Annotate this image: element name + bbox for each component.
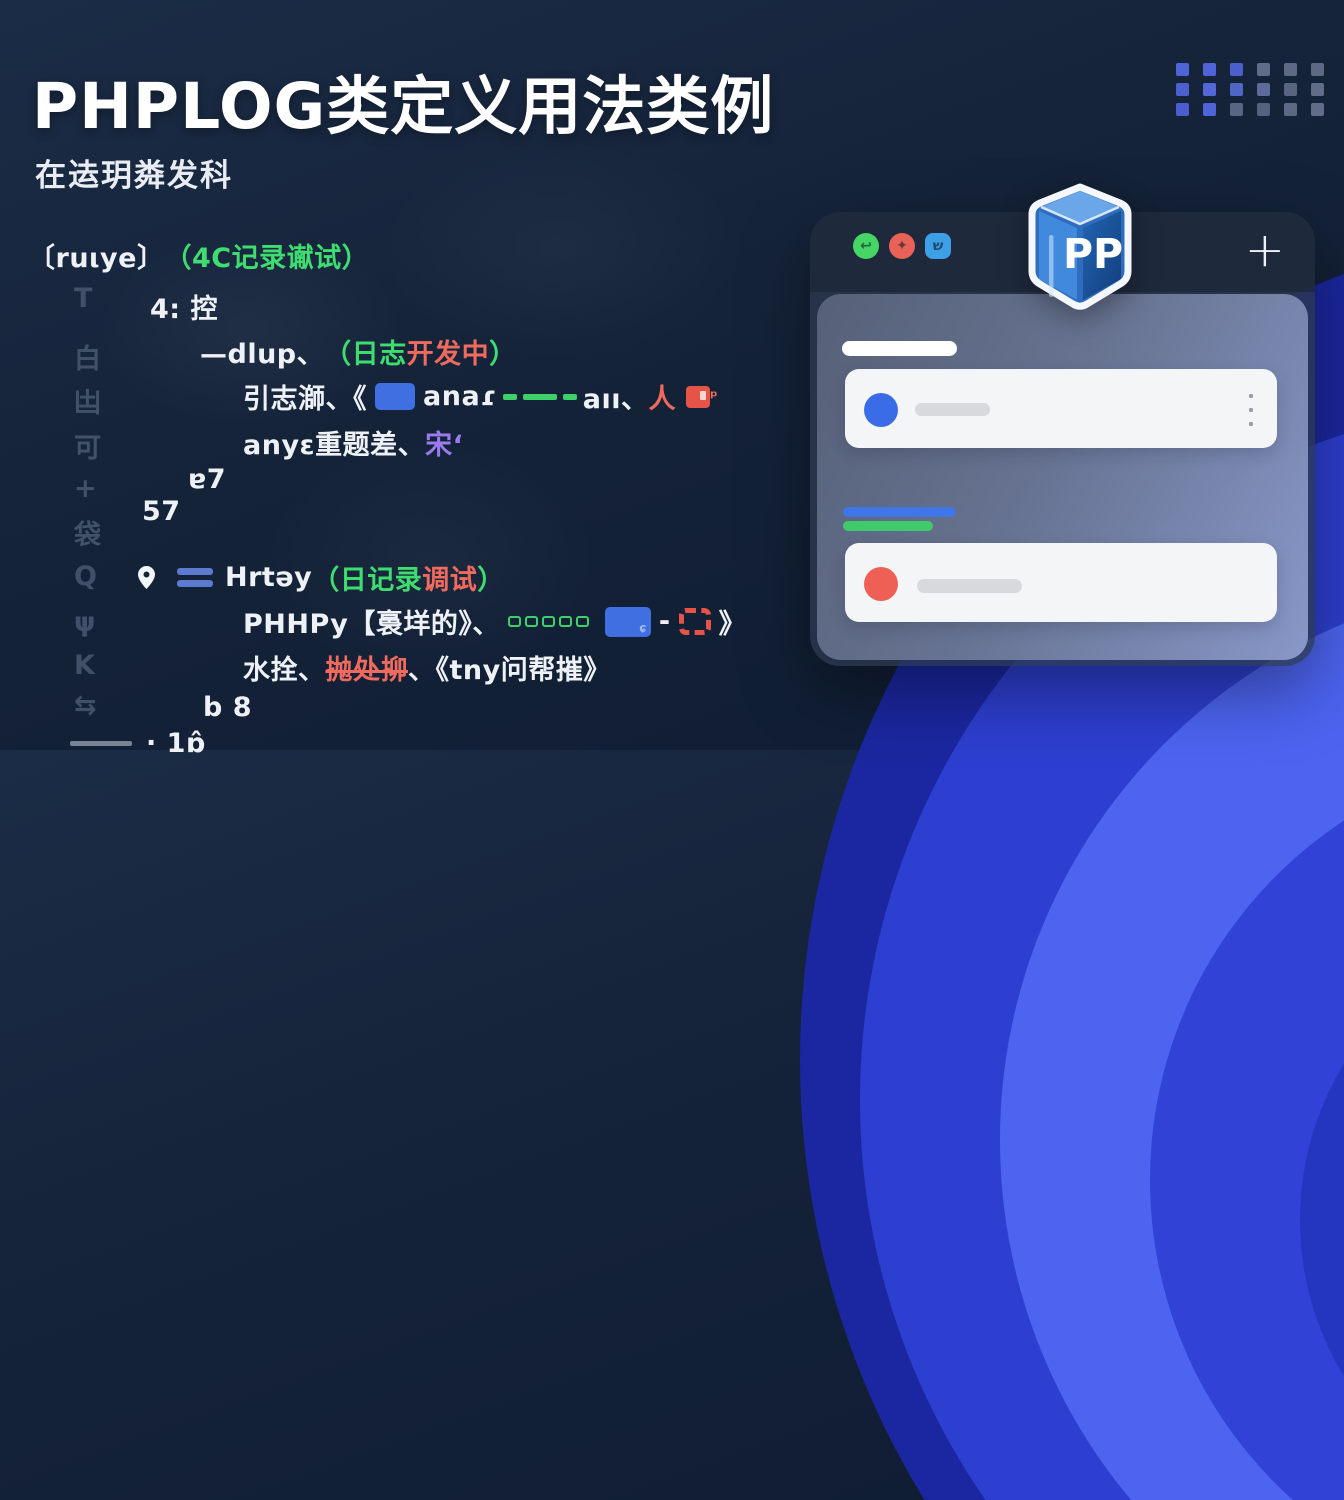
code-text: 引志溮、《 bbox=[243, 384, 367, 415]
code-text: - bbox=[658, 606, 671, 637]
code-text: PHHPy【裛垟的》、 bbox=[243, 609, 500, 640]
code-text: 、《tny问帮摧》 bbox=[408, 655, 611, 686]
code-text: anyɛ重题差、 bbox=[243, 430, 426, 461]
menu-dots-icon[interactable] bbox=[1249, 394, 1253, 426]
map-pin-icon bbox=[138, 566, 155, 589]
code-text: ） bbox=[489, 339, 517, 370]
red-chip-icon bbox=[685, 385, 710, 408]
deco-square bbox=[1176, 63, 1189, 76]
code-text: Hrtəy bbox=[225, 562, 313, 593]
page-title: PHPLOG类定义用法类例 bbox=[32, 70, 775, 143]
code-line: Hrtəy（日记录调试） bbox=[138, 558, 505, 597]
code-text: （日志 bbox=[324, 339, 407, 370]
code-text: 开发中 bbox=[406, 339, 490, 370]
code-text: 4: 控 bbox=[150, 294, 218, 325]
deco-square bbox=[1257, 83, 1270, 96]
gray-line-icon bbox=[70, 741, 132, 746]
code-text: 〔ruιye〕 bbox=[28, 243, 165, 274]
code-text: —dlup、 bbox=[200, 339, 325, 370]
code-text: aıı、 bbox=[582, 384, 649, 415]
deco-square bbox=[1176, 83, 1189, 96]
deco-square bbox=[1230, 63, 1243, 76]
app-window: ↩ ✦ ש + PP bbox=[810, 183, 1315, 666]
code-line: 〔ruιye〕 （4C记录谳试） bbox=[28, 236, 369, 275]
red-dashed-box-icon bbox=[678, 608, 711, 635]
code-text: （日记录 bbox=[312, 565, 423, 596]
deco-square bbox=[1203, 63, 1216, 76]
blue-chip-icon: ɕ bbox=[604, 606, 651, 637]
deco-square bbox=[1284, 83, 1297, 96]
code-text: 宋ʻ bbox=[425, 430, 464, 461]
deco-square bbox=[1257, 63, 1270, 76]
sidebar-icon-袋: 袋 bbox=[74, 520, 101, 551]
code-text: 抛处㧕 bbox=[325, 655, 408, 686]
code-line: anyɛ重题差、宋ʻ bbox=[243, 423, 463, 462]
sidebar-icon-T: T bbox=[74, 283, 93, 314]
deco-square-grid bbox=[1176, 63, 1324, 116]
deco-square bbox=[1257, 103, 1270, 116]
new-tab-button[interactable]: + bbox=[1244, 222, 1285, 278]
sidebar-icon-可: 可 bbox=[74, 433, 101, 464]
page-subtitle: 在迲玥粦发科 bbox=[35, 158, 233, 194]
traffic-light-back-button[interactable]: ↩ bbox=[853, 233, 879, 259]
deco-square bbox=[1203, 103, 1216, 116]
green-boxes-icon bbox=[507, 616, 589, 627]
code-line: b 8 bbox=[203, 692, 252, 723]
code-text: （4C记录谳试） bbox=[164, 243, 370, 274]
sidebar-icon-白: 白 bbox=[74, 344, 101, 375]
code-text: ɐ7 bbox=[188, 464, 227, 495]
code-text: 》 bbox=[718, 609, 747, 640]
header-skeleton-pill bbox=[842, 341, 957, 356]
list-card-red bbox=[845, 543, 1277, 622]
code-text: 调试 bbox=[422, 565, 478, 596]
skeleton-line bbox=[915, 403, 990, 416]
sidebar-icon-凷: 凷 bbox=[74, 388, 101, 419]
code-text: 水拴、 bbox=[243, 655, 326, 686]
avatar-circle-blue bbox=[864, 393, 898, 427]
code-line: —dlup、（日志开发中） bbox=[200, 332, 517, 371]
code-line: 57 bbox=[142, 496, 181, 527]
code-line: 水拴、抛处㧕、《tny问帮摧》 bbox=[243, 648, 611, 687]
blue-chip-icon bbox=[375, 383, 415, 410]
sidebar-icon-K: K bbox=[74, 650, 95, 681]
sidebar-icon-⇆: ⇆ bbox=[74, 690, 97, 721]
green-dashes-icon bbox=[502, 393, 577, 400]
blue-bars-icon bbox=[177, 568, 213, 587]
code-text: · 1ɒ̂ bbox=[146, 728, 206, 759]
traffic-light-close-button[interactable]: ✦ bbox=[889, 233, 915, 259]
deco-square bbox=[1284, 103, 1297, 116]
deco-square bbox=[1311, 83, 1324, 96]
code-text: 57 bbox=[142, 496, 181, 527]
code-text: anaɾ bbox=[423, 381, 497, 412]
sidebar-icon-Q: Q bbox=[74, 561, 97, 592]
logo-text: PP bbox=[1063, 230, 1123, 278]
sidebar-icon-ψ: ψ bbox=[74, 607, 96, 638]
sidebar-icon-+: + bbox=[74, 473, 97, 504]
deco-square bbox=[1230, 83, 1243, 96]
traffic-light-bookmark-button[interactable]: ש bbox=[925, 233, 951, 259]
code-text: ᵖ bbox=[709, 387, 719, 406]
code-line: PHHPy【裛垟的》、 ɕ- 》 bbox=[243, 602, 746, 641]
deco-square bbox=[1311, 63, 1324, 76]
pp-cube-logo-icon: PP bbox=[1028, 183, 1132, 310]
code-text: 人 bbox=[648, 384, 676, 415]
code-line: 引志溮、《 anaɾ aıı、人 ᵖ bbox=[243, 377, 718, 416]
deco-square bbox=[1203, 83, 1216, 96]
deco-square bbox=[1176, 103, 1189, 116]
avatar-circle-red bbox=[864, 567, 898, 601]
progress-bar-green bbox=[843, 521, 933, 531]
deco-square bbox=[1230, 103, 1243, 116]
code-text: ） bbox=[477, 565, 505, 596]
window-content-panel bbox=[817, 294, 1308, 660]
skeleton-line bbox=[917, 579, 1022, 593]
code-line: ɐ7 bbox=[188, 464, 226, 495]
deco-square bbox=[1311, 103, 1324, 116]
code-line: 4: 控 bbox=[150, 287, 218, 326]
code-line: · 1ɒ̂ bbox=[70, 728, 206, 759]
list-card-blue bbox=[845, 369, 1277, 448]
code-text: b 8 bbox=[203, 692, 253, 723]
deco-square bbox=[1284, 63, 1297, 76]
progress-bar-blue bbox=[843, 507, 956, 517]
